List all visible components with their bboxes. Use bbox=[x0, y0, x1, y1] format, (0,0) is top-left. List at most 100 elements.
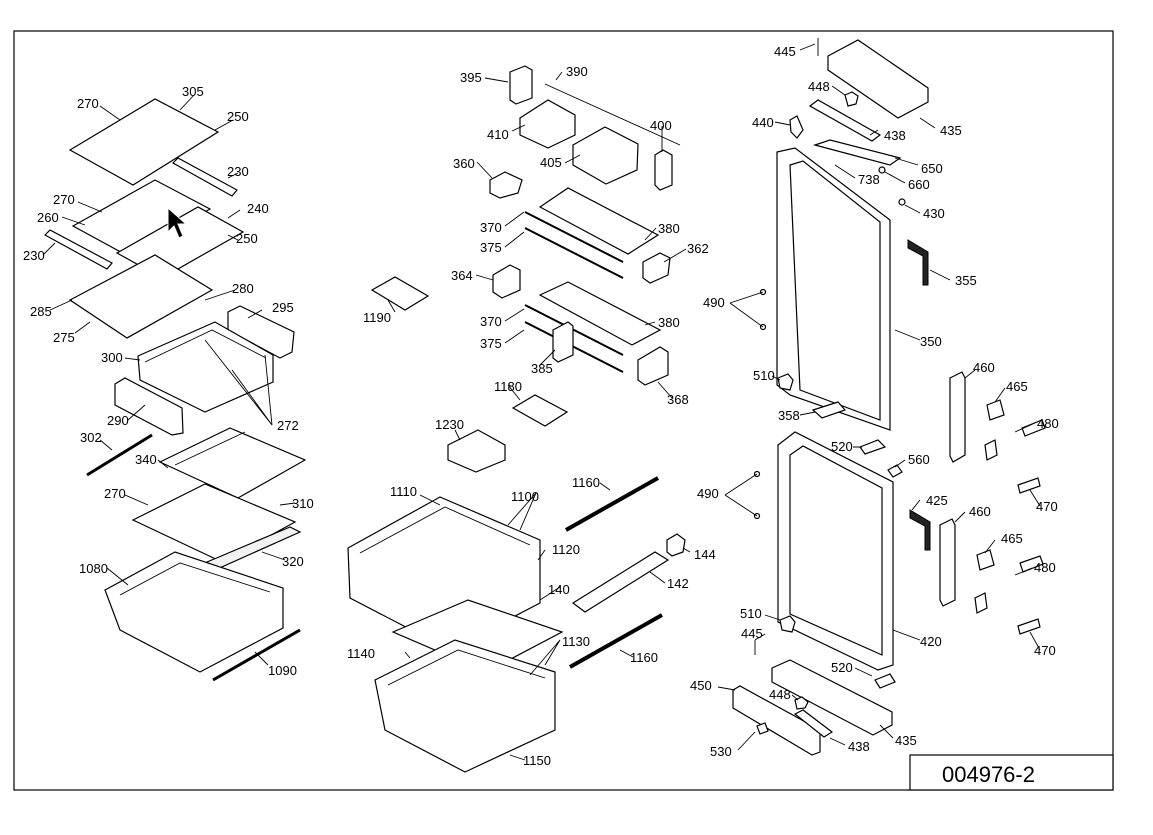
callout-460b: 460 bbox=[969, 504, 991, 519]
strip-650 bbox=[812, 139, 902, 166]
callout-144: 144 bbox=[694, 547, 716, 562]
left-column-parts bbox=[44, 98, 307, 682]
callout-410: 410 bbox=[487, 127, 509, 142]
right-column-parts bbox=[732, 38, 1046, 756]
handle-355 bbox=[907, 239, 929, 286]
callout-362: 362 bbox=[687, 241, 709, 256]
callout-250a: 250 bbox=[227, 109, 249, 124]
egg-tray-1190 bbox=[370, 276, 430, 311]
seal-strip-302 bbox=[86, 433, 153, 477]
callout-375a: 375 bbox=[480, 240, 502, 255]
callout-140: 140 bbox=[548, 582, 570, 597]
rod-375b bbox=[524, 321, 624, 373]
callout-270b: 270 bbox=[53, 192, 75, 207]
callout-395: 395 bbox=[460, 70, 482, 85]
part-448a bbox=[844, 91, 859, 107]
glass-shelf-bottom bbox=[131, 483, 297, 563]
center-column-parts bbox=[347, 65, 686, 773]
callout-465b: 465 bbox=[1001, 531, 1023, 546]
callout-438b: 438 bbox=[848, 739, 870, 754]
hinge-cover-435a bbox=[827, 39, 929, 119]
callout-375b: 375 bbox=[480, 336, 502, 351]
bin-395 bbox=[509, 65, 533, 105]
drawer-300-rim bbox=[144, 329, 267, 363]
callout-380a: 380 bbox=[658, 221, 680, 236]
callout-230b: 230 bbox=[23, 248, 45, 263]
freezer-door-420-inner bbox=[789, 445, 883, 656]
part-448b bbox=[794, 696, 809, 710]
callout-368: 368 bbox=[667, 392, 689, 407]
callout-250b: 250 bbox=[236, 231, 258, 246]
glass-shelf-top bbox=[68, 98, 220, 186]
drawer-rail-290 bbox=[114, 377, 184, 436]
callout-1160b: 1160 bbox=[630, 650, 658, 665]
callout-420: 420 bbox=[920, 634, 942, 649]
rod-370b bbox=[524, 304, 624, 356]
bracket-400 bbox=[654, 149, 673, 191]
callout-364: 364 bbox=[451, 268, 473, 283]
callout-435b: 435 bbox=[895, 733, 917, 748]
callout-360: 360 bbox=[453, 156, 475, 171]
shelf-trim-left bbox=[44, 229, 113, 270]
ice-tray-1230 bbox=[447, 429, 506, 473]
callout-230a: 230 bbox=[227, 164, 249, 179]
bracket-360 bbox=[489, 171, 523, 199]
callout-440: 440 bbox=[752, 115, 774, 130]
callout-465a: 465 bbox=[1006, 379, 1028, 394]
part-520a bbox=[859, 439, 887, 455]
part-465a bbox=[986, 399, 1005, 421]
callout-1160a: 1160 bbox=[572, 475, 600, 490]
part-465c bbox=[984, 439, 998, 461]
cap-480a bbox=[1021, 419, 1046, 437]
glass-shelf-middle bbox=[71, 179, 212, 257]
drawer-1120-rim bbox=[359, 506, 531, 554]
callout-142: 142 bbox=[667, 576, 689, 591]
callout-425: 425 bbox=[926, 493, 948, 508]
rod-390 bbox=[544, 83, 681, 146]
fridge-door-350-inner bbox=[789, 160, 881, 421]
callout-1140: 1140 bbox=[347, 646, 375, 661]
callout-490b: 490 bbox=[697, 486, 719, 501]
rod-370a bbox=[524, 211, 624, 263]
drawing-code: 004976-2 bbox=[942, 762, 1035, 787]
callout-738: 738 bbox=[858, 172, 880, 187]
hinge-450 bbox=[732, 685, 821, 756]
bracket-362 bbox=[642, 252, 671, 284]
part-520b bbox=[874, 673, 896, 689]
callout-660: 660 bbox=[908, 177, 930, 192]
callout-1100: 1100 bbox=[511, 489, 539, 504]
callout-385: 385 bbox=[531, 361, 553, 376]
callout-1080: 1080 bbox=[79, 561, 108, 576]
callout-445b: 445 bbox=[741, 626, 763, 641]
callout-510a: 510 bbox=[753, 368, 775, 383]
hinge-358 bbox=[811, 401, 847, 419]
callout-280: 280 bbox=[232, 281, 254, 296]
callout-340: 340 bbox=[135, 452, 157, 467]
rod-375a bbox=[524, 227, 624, 279]
callout-358: 358 bbox=[778, 408, 800, 423]
glass-shelf-380b bbox=[538, 281, 662, 346]
part-530 bbox=[756, 722, 769, 735]
callout-520a: 520 bbox=[831, 439, 853, 454]
shelf-trim-right bbox=[172, 157, 238, 197]
wire-rack-340 bbox=[158, 427, 307, 499]
title-block bbox=[909, 754, 1114, 791]
bracket-364 bbox=[492, 264, 521, 299]
callout-490a: 490 bbox=[703, 295, 725, 310]
callout-240: 240 bbox=[247, 201, 269, 216]
callout-290: 290 bbox=[107, 413, 129, 428]
bracket-142 bbox=[571, 551, 670, 613]
callout-300: 300 bbox=[101, 350, 123, 365]
seal-strip-1090 bbox=[212, 628, 301, 682]
callout-272: 272 bbox=[277, 418, 299, 433]
callout-295: 295 bbox=[272, 300, 294, 315]
crisper-1080-rim bbox=[119, 562, 271, 596]
callout-labels: 270 305 250 230 270 240 260 250 230 280 … bbox=[23, 44, 1059, 768]
glass-shelf-380a bbox=[538, 187, 660, 255]
callout-355: 355 bbox=[955, 273, 977, 288]
callout-1180: 1180 bbox=[494, 379, 522, 394]
cap-470b bbox=[1017, 618, 1041, 635]
callout-510b: 510 bbox=[740, 606, 762, 621]
drawer-1150-rim bbox=[387, 649, 546, 686]
callout-1150: 1150 bbox=[523, 753, 551, 768]
